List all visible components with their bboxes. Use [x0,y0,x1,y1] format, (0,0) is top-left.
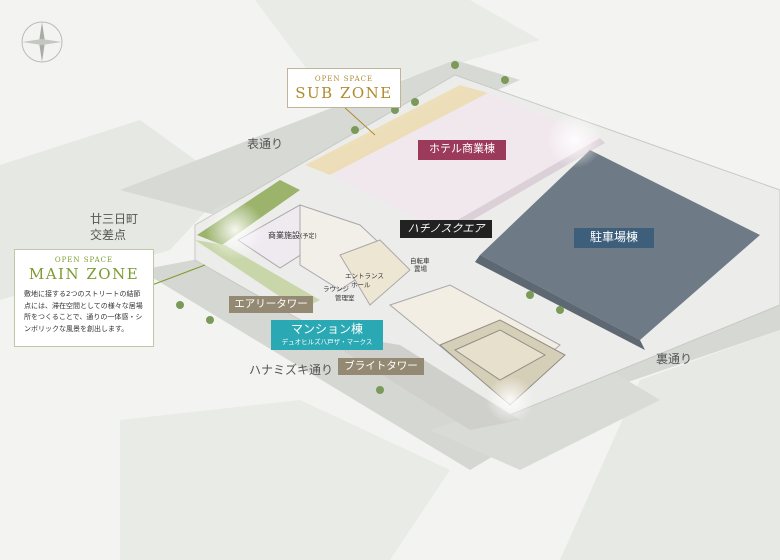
sub-zone-leader [342,105,376,136]
hall-label: ホール [351,281,371,289]
mansion-title: マンション棟 [290,322,363,336]
main-zone-caption: OPEN SPACE [54,256,114,264]
commercial-label-note: (予定) [300,233,317,240]
intersection-label-2: 交差点 [90,228,127,242]
mansion-tag: マンション棟 デュオヒルズ八戸ザ・マークス [271,320,383,350]
intersection-label-1: 廿三日町 [90,212,139,226]
bright-tower-roof [453,329,547,381]
sub-zone-area [305,85,488,175]
omote-street-label: 表通り [247,137,284,151]
parking-edge [475,255,645,350]
mansion-subtitle: デュオヒルズ八戸ザ・マークス [281,338,373,346]
commercial-label: 商業施設(予定) [268,230,317,241]
glow-1 [205,200,265,260]
main-zone-label: OPEN SPACE MAIN ZONE 敷地に接する2つのストリートの結節点に… [14,249,154,347]
airy-tower-tag: エアリータワー [229,296,313,313]
bicycle-label: 自転車 [410,257,430,265]
hanamizuki-street-label: ハナミズキ通り [249,363,334,377]
road-intersection [430,370,660,470]
square-tag: ハチノスクエア [400,220,492,238]
bicycle-label-2: 置場 [414,265,427,273]
ura-street-label: 裏通り [656,352,693,366]
block-bottom [120,400,450,560]
parking-tag: 駐車場棟 [574,228,654,248]
main-zone-description: 敷地に接する2つのストリートの結節点には、滞在空間としての様々な居場所をつくるこ… [24,290,143,333]
trees [176,61,564,394]
lounge-block [339,239,411,306]
block-right [560,330,780,560]
hotel-tag: ホテル商業棟 [418,140,506,160]
lounge-label: ラウンジ [323,285,349,293]
compass-rose-icon [21,21,63,63]
sub-zone-title: SUB ZONE [295,84,393,102]
sub-zone-caption: OPEN SPACE [314,75,374,83]
sub-zone-label: OPEN SPACE SUB ZONE [287,68,401,108]
main-zone-leader [151,264,206,286]
glow-2 [547,112,603,168]
management-label: 管理室 [335,294,355,302]
glow-3 [486,376,534,424]
hotel-block [330,93,600,230]
bright-tower-tag: ブライトタワー [338,358,424,375]
commercial-label-main: 商業施設 [268,231,300,240]
lower-walkway [310,330,520,430]
main-zone-title: MAIN ZONE [28,265,140,283]
entrance-label: エントランス [345,272,384,280]
